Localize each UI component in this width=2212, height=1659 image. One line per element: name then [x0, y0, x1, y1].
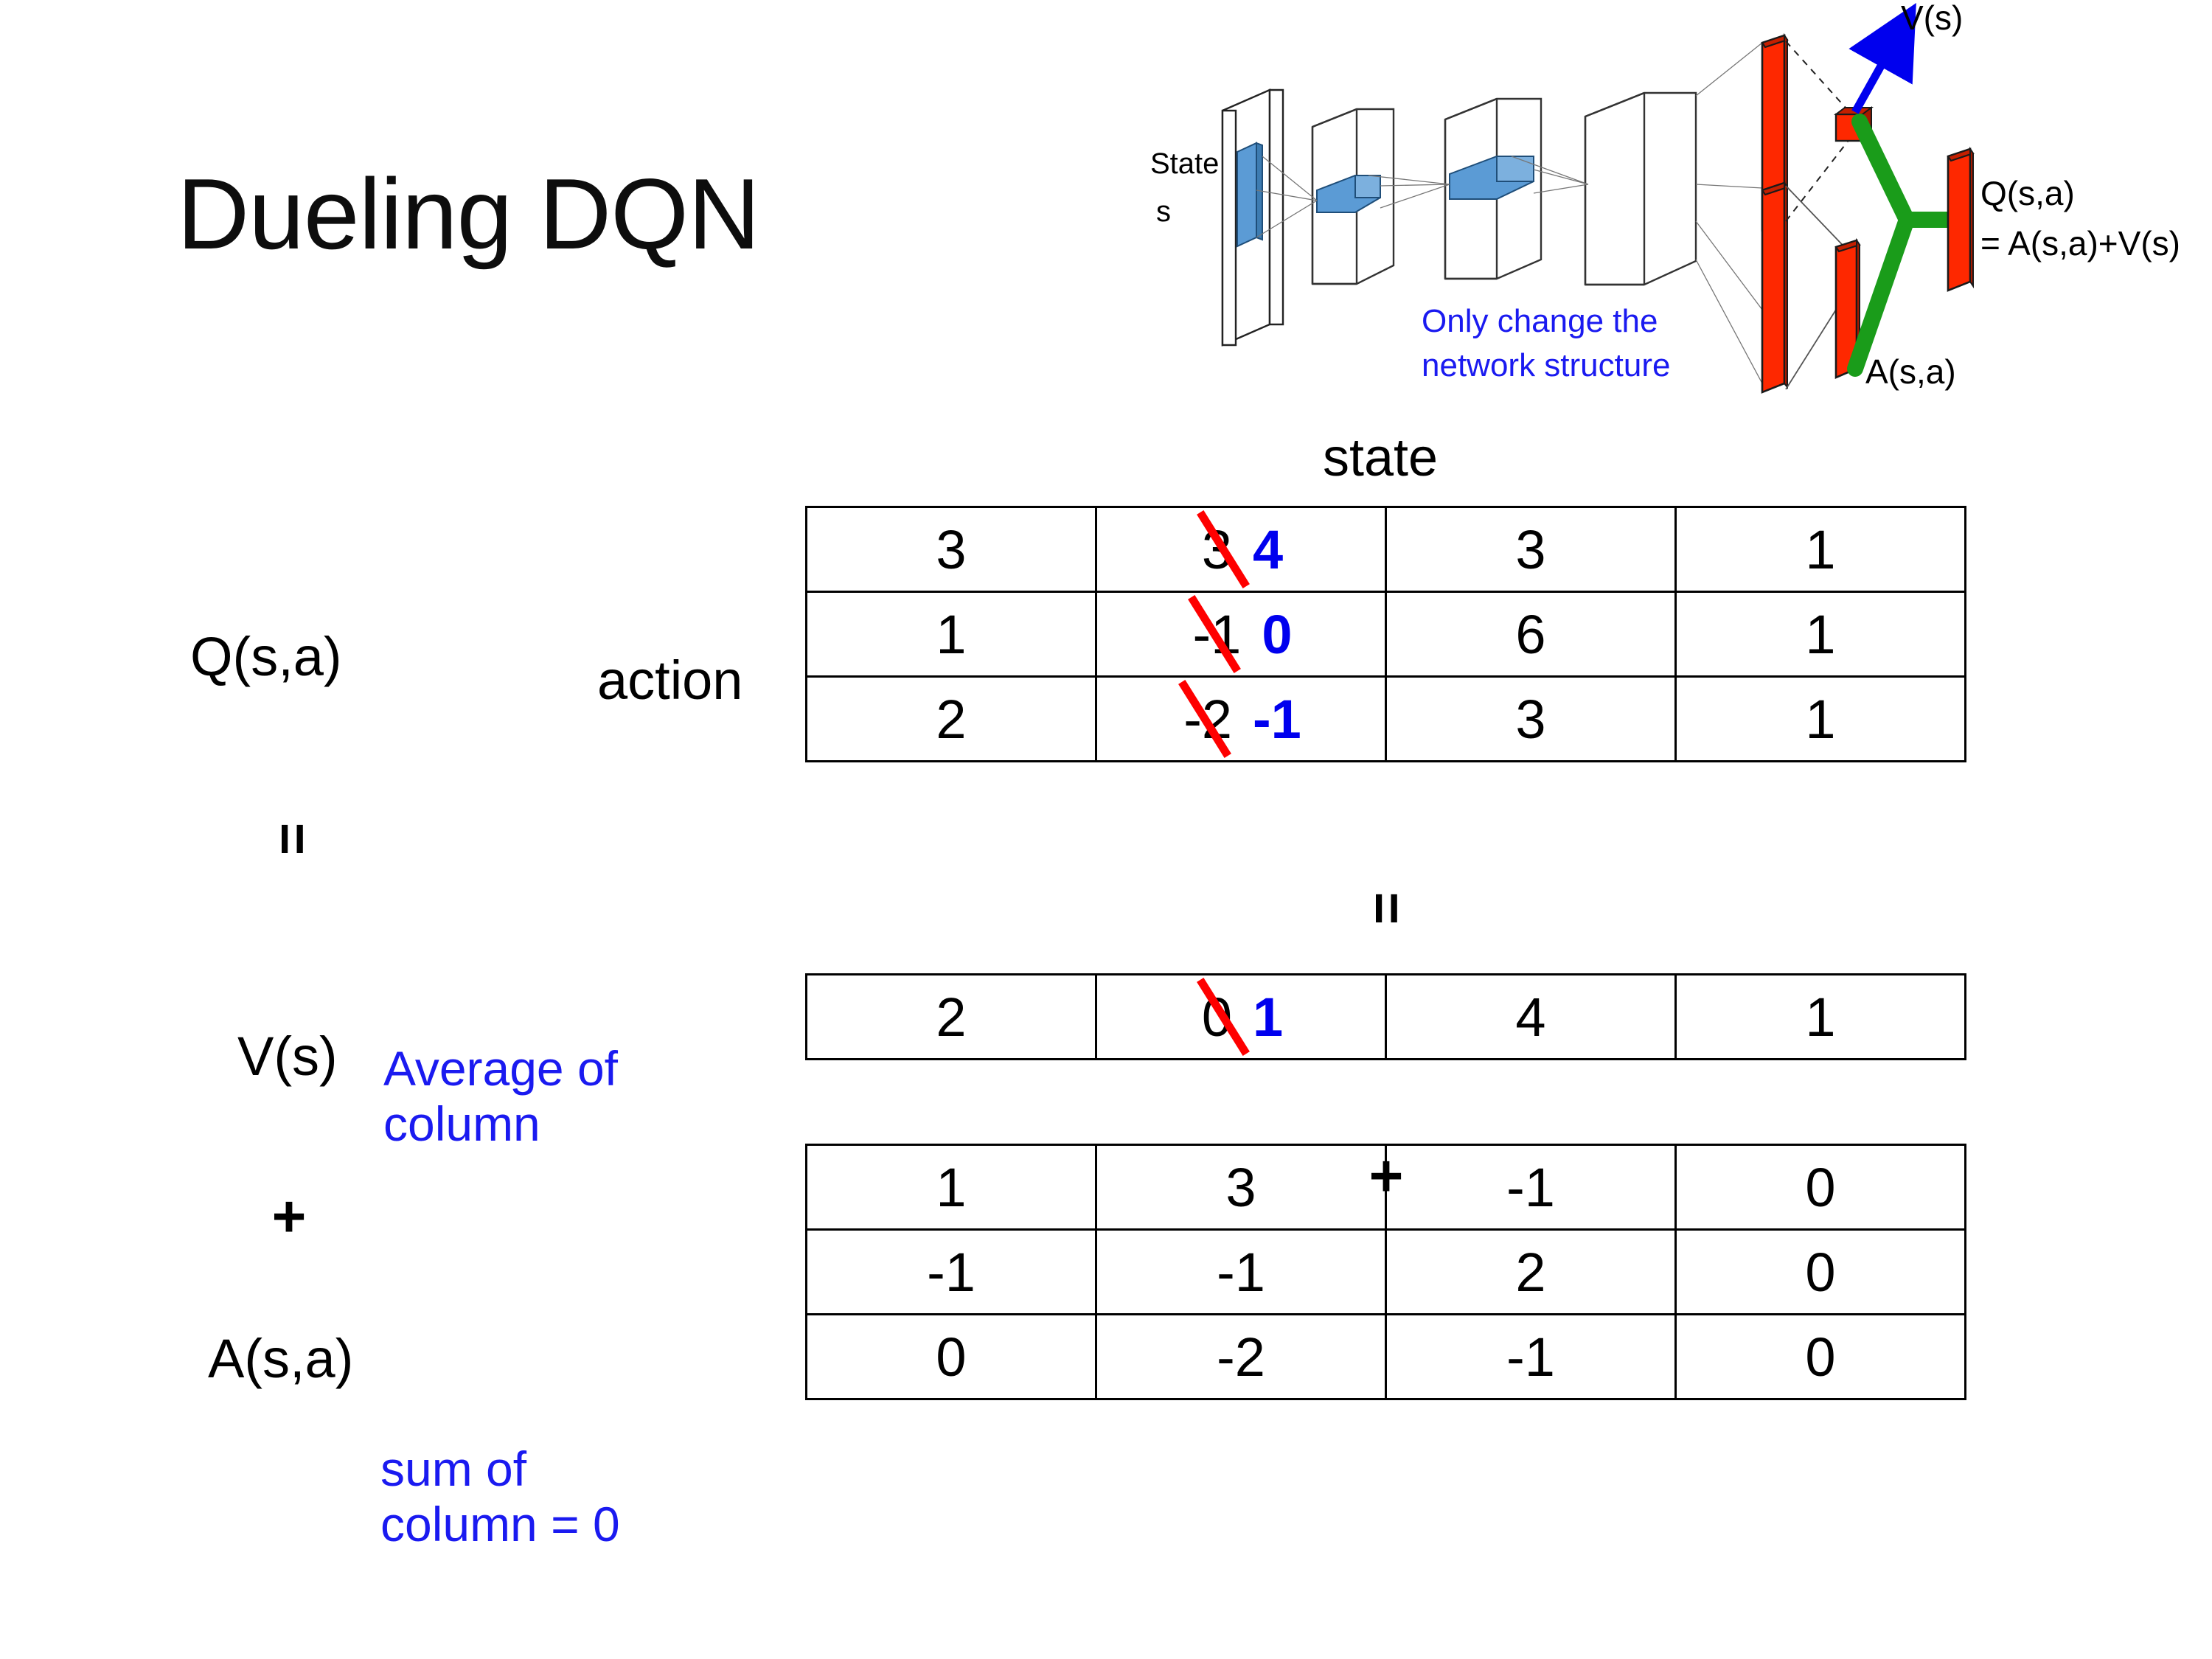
page-title: Dueling DQN: [177, 158, 760, 270]
sum-note-line1: sum of: [380, 1441, 527, 1496]
average-of-column-note: Average of column: [383, 1041, 618, 1152]
a-cell-r1c1: -1: [1095, 1228, 1387, 1315]
table-row: -1 -1 2 0: [805, 1228, 1966, 1315]
q-cell-r1c2: 6: [1385, 591, 1677, 678]
q-cell-r1c3: 1: [1674, 591, 1966, 678]
diagram-a-output-label: A(s,a): [1865, 352, 1956, 391]
plus-operator-left: +: [271, 1183, 307, 1249]
v-cell-c1-old: 0: [1196, 978, 1250, 1056]
q-value-table: 3 34 3 1 1 -10 6 1 2 -2-1 3 1: [805, 506, 1966, 762]
equals-operator-middle: =: [1355, 891, 1418, 925]
table-row: 1 3 -1 0: [805, 1144, 1966, 1231]
a-cell-r2c0: 0: [805, 1313, 1097, 1400]
diagram-note-line2: network structure: [1422, 347, 1670, 383]
q-cell-r0c2: 3: [1385, 506, 1677, 593]
v-cell-c3: 1: [1674, 973, 1966, 1060]
sum-of-column-note: sum of column = 0: [380, 1441, 620, 1552]
a-cell-r2c3: 0: [1674, 1313, 1966, 1400]
q-cell-r0c1-old: 3: [1196, 510, 1250, 588]
a-cell-r0c0: 1: [805, 1144, 1097, 1231]
diagram-q-output-label: Q(s,a): [1980, 174, 2075, 212]
q-cell-r2c2: 3: [1385, 675, 1677, 762]
average-note-line1: Average of: [383, 1041, 619, 1096]
table-row: 1 -1 0 6 1: [805, 591, 1966, 678]
a-cell-r1c0: -1: [805, 1228, 1097, 1315]
a-cell-r2c1: -2: [1095, 1313, 1387, 1400]
q-cell-r0c1-new: 4: [1253, 518, 1284, 580]
q-cell-r2c1-new: -1: [1253, 688, 1301, 750]
diagram-note-line1: Only change the: [1422, 303, 1658, 339]
average-note-line2: column: [383, 1096, 540, 1152]
a-cell-r0c1: 3: [1095, 1144, 1387, 1231]
q-cell-r2c1-old: -2: [1178, 680, 1235, 758]
a-cell-r0c3: 0: [1674, 1144, 1966, 1231]
table-row: 2 -2 -1 3 1: [805, 675, 1966, 762]
a-cell-r1c2: 2: [1385, 1228, 1677, 1315]
q-cell-r1c1-old: -1: [1187, 595, 1245, 673]
v-cell-c1-new: 1: [1253, 986, 1284, 1048]
action-axis-label: action: [597, 650, 743, 711]
sum-note-line2: column = 0: [380, 1497, 620, 1552]
state-axis-label: state: [1322, 428, 1439, 487]
q-cell-r0c3: 1: [1674, 506, 1966, 593]
dueling-network-diagram: State s Only change the network structur…: [1099, 0, 2212, 420]
a-cell-r1c3: 0: [1674, 1228, 1966, 1315]
v-cell-c0: 2: [805, 973, 1097, 1060]
v-function-label: V(s): [237, 1026, 338, 1087]
diagram-v-output-label: V(s): [1901, 0, 1963, 37]
a-function-label: A(s,a): [208, 1328, 354, 1389]
a-cell-r2c2: -1: [1385, 1313, 1677, 1400]
q-cell-r0c0: 3: [805, 506, 1097, 593]
diagram-state-label: State: [1150, 147, 1219, 180]
table-row: 0 -2 -1 0: [805, 1313, 1966, 1400]
diagram-q-formula-label: = A(s,a)+V(s): [1980, 224, 2180, 262]
q-function-label: Q(s,a): [190, 626, 342, 687]
a-value-table: 1 3 -1 0 -1 -1 2 0 0 -2 -1 0: [805, 1144, 1966, 1400]
diagram-state-sublabel: s: [1156, 195, 1171, 228]
equals-operator-left: =: [261, 822, 324, 856]
q-cell-r2c1: -2 -1: [1095, 675, 1387, 762]
q-cell-r2c0: 2: [805, 675, 1097, 762]
q-cell-r1c0: 1: [805, 591, 1097, 678]
v-cell-c2: 4: [1385, 973, 1677, 1060]
a-cell-r0c2: -1: [1385, 1144, 1677, 1231]
q-cell-r1c1: -1 0: [1095, 591, 1387, 678]
q-cell-r1c1-new: 0: [1262, 603, 1293, 665]
q-cell-r2c3: 1: [1674, 675, 1966, 762]
